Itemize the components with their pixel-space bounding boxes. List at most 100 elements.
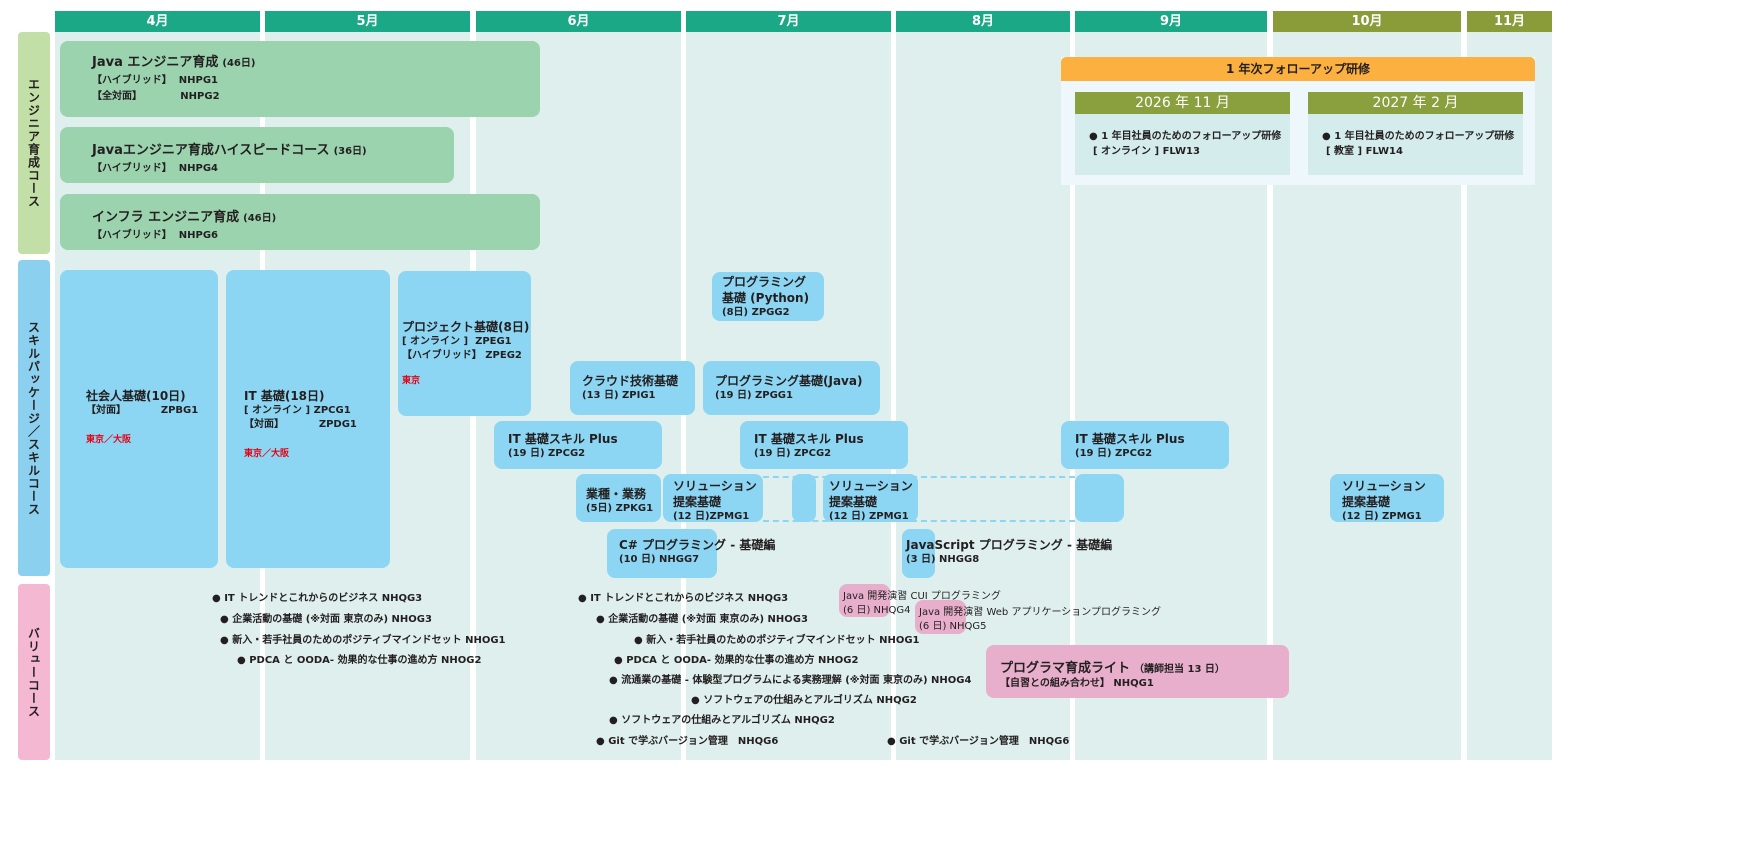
value-course-item[interactable]: ● ソフトウェアの仕組みとアルゴリズム NHQG2 (609, 715, 835, 726)
location-note: 東京／大阪 (86, 435, 132, 445)
course-line: 業種・業務 (586, 487, 647, 501)
course-line: Java 開発演習 CUI プログラミング (843, 591, 1001, 602)
month-header: 10月 (1273, 11, 1461, 32)
course-days: (36日) (333, 146, 367, 157)
value-course-item[interactable]: ● 新入・若手社員のためのポジティブマインドセット NHOG1 (220, 635, 506, 646)
course-line: ソリューション (673, 479, 757, 493)
value-course-item[interactable]: ● 新入・若手社員のためのポジティブマインドセット NHOG1 (634, 635, 920, 646)
value-course-item[interactable]: ● ソフトウェアの仕組みとアルゴリズム NHQG2 (691, 695, 917, 706)
course-line: (19 日) ZPCG2 (1075, 448, 1153, 459)
course-line: 提案基礎 (1342, 495, 1391, 509)
course-line: (12 日)ZPMG1 (673, 511, 750, 522)
course-code: 【自習との組み合わせ】 NHQG1 (1000, 678, 1154, 689)
skill-course-card[interactable]: プログラミング基礎 (Python)(8日) ZPGG2 (712, 272, 824, 321)
course-name: Java エンジニア育成 (92, 55, 219, 70)
skill-course-card-continuation[interactable] (792, 474, 816, 522)
section-label: バリューコース (18, 584, 50, 760)
course-code: 【全対面】 NHPG2 (92, 91, 220, 102)
course-line: (13 日) ZPIG1 (582, 390, 656, 401)
course-line: 【対面】 ZPDG1 (244, 419, 357, 430)
value-course-item[interactable]: ● 企業活動の基礎 (※対面 東京のみ) NHOG3 (596, 614, 808, 625)
value-course-item[interactable]: ● PDCA と OODA- 効果的な仕事の進め方 NHOG2 (237, 655, 482, 666)
value-course-card[interactable] (839, 584, 890, 617)
month-header: 9月 (1075, 11, 1267, 32)
value-course-item[interactable]: ● PDCA と OODA- 効果的な仕事の進め方 NHOG2 (614, 655, 859, 666)
section-label-text: エンジニア育成コース (26, 78, 41, 208)
skill-course-card[interactable]: クラウド技術基礎 (13 日) ZPIG1 (570, 361, 695, 415)
dashed-connector (763, 476, 1075, 522)
month-header: 11月 (1467, 11, 1552, 32)
engineer-course-card[interactable]: Javaエンジニア育成ハイスピードコース(36日) 【ハイブリッド】 NHPG4 (60, 127, 454, 183)
value-course-item[interactable]: ● IT トレンドとこれからのビジネス NHQG3 (212, 593, 423, 604)
skill-course-card[interactable]: IT 基礎スキル Plus (19 日) ZPCG2 (1061, 421, 1229, 469)
programmer-course-card[interactable]: プログラマ育成ライト（講師担当 13 日） 【自習との組み合わせ】 NHQG1 (986, 645, 1289, 698)
skill-course-card[interactable]: プログラミング基礎(Java)(19 日) ZPGG1 (703, 361, 880, 415)
skill-course-card[interactable]: ソリューション提案基礎(12 日)ZPMG1 (663, 474, 763, 522)
location-note: 東京 (402, 376, 421, 386)
followup-course: ● 1 年目社員のためのフォローアップ研修 (1089, 131, 1282, 142)
course-line: IT 基礎スキル Plus (508, 432, 618, 446)
course-line: IT 基礎スキル Plus (1075, 432, 1185, 446)
course-line: JavaScript プログラミング - 基礎編 (906, 537, 1112, 553)
followup-format: [ 教室 ] FLW14 (1326, 146, 1403, 157)
value-course-item[interactable]: ● Git で学ぶバージョン管理 NHQG6 (596, 736, 779, 747)
course-name: Javaエンジニア育成ハイスピードコース (92, 143, 330, 158)
course-title: Java エンジニア育成(46日) (92, 51, 540, 70)
skill-course-card[interactable]: プロジェクト基礎(8日)[ オンライン ] ZPEG1【ハイブリッド】 ZPEG… (398, 271, 531, 416)
course-line: (5日) ZPKG1 (586, 503, 654, 514)
course-line: (6 日) NHQG4 (843, 605, 911, 616)
skill-course-card[interactable]: 業種・業務 (5日) ZPKG1 (576, 474, 661, 522)
course-title: インフラ エンジニア育成(46日) (92, 206, 540, 225)
month-header: 8月 (896, 11, 1070, 32)
course-line: クラウド技術基礎 (582, 374, 679, 388)
value-course-card[interactable] (915, 600, 966, 634)
section-label: エンジニア育成コース (18, 32, 50, 254)
course-line: (6 日) NHQG5 (919, 621, 987, 632)
course-line: (19 日) ZPCG2 (508, 448, 586, 459)
course-name: プログラマ育成ライト (1000, 661, 1131, 676)
course-note: （講師担当 13 日） (1134, 664, 1225, 675)
course-title: Javaエンジニア育成ハイスピードコース(36日) (92, 139, 454, 158)
course-line: プロジェクト基礎(8日) (402, 320, 530, 334)
followup-format: [ オンライン ] FLW13 (1093, 146, 1200, 157)
engineer-course-card[interactable]: インフラ エンジニア育成(46日)【ハイブリッド】 NHPG6 (60, 194, 540, 250)
skill-course-card[interactable]: C# プログラミング - 基礎編(10 日) NHGG7 (607, 529, 776, 578)
followup-title: 1 年次フォローアップ研修 (1061, 57, 1535, 81)
value-course-item[interactable]: ● Git で学ぶバージョン管理 NHQG6 (887, 736, 1070, 747)
course-title: プログラマ育成ライト（講師担当 13 日） (1000, 657, 1289, 676)
course-days: (46日) (222, 58, 256, 69)
engineer-course-card[interactable]: Java エンジニア育成(46日) 【ハイブリッド】 NHPG1 【全対面】 NHP… (60, 41, 540, 117)
course-line: (19 日) ZPGG1 (715, 390, 793, 401)
course-line: (8日) ZPGG2 (722, 307, 790, 318)
value-course-item[interactable]: ● 流通業の基礎 - 体験型プログラムによる実務理解 (※対面 東京のみ) NH… (609, 675, 972, 686)
skill-course-card[interactable]: ソリューション提案基礎 (12 日) ZPMG1 (1330, 474, 1444, 522)
course-line: IT 基礎スキル Plus (754, 432, 864, 446)
course-line: Java 開発演習 Web アプリケーションプログラミング (919, 607, 1161, 618)
skill-course-card[interactable]: IT 基礎スキル Plus(19 日) ZPCG2 (740, 421, 908, 469)
skill-course-card[interactable]: JavaScript プログラミング - 基礎編(3 日) NHGG8 (902, 529, 1112, 578)
section-label-text: バリューコース (26, 626, 41, 718)
month-header: 7月 (686, 11, 891, 32)
course-line: 提案基礎 (829, 495, 878, 509)
course-line: C# プログラミング - 基礎編 (619, 538, 776, 552)
skill-course-card[interactable]: ソリューション提案基礎(12 日) ZPMG1 (823, 474, 918, 522)
course-line: (12 日) ZPMG1 (1342, 511, 1422, 522)
course-line: ソリューション (829, 479, 913, 493)
section-label: スキルパッケージ／スキルコース (18, 260, 50, 576)
month-column (896, 32, 1070, 760)
month-header: 5月 (265, 11, 470, 32)
course-line: IT 基礎(18日) (244, 389, 325, 403)
skill-course-card[interactable]: IT 基礎スキル Plus (19 日) ZPCG2 (494, 421, 662, 469)
course-code: 【ハイブリッド】 NHPG4 (92, 163, 218, 174)
skill-course-card-continuation[interactable] (1075, 474, 1124, 522)
course-line: ソリューション (1342, 479, 1426, 493)
course-code: 【ハイブリッド】 NHPG1 (92, 75, 218, 86)
section-label-text: スキルパッケージ／スキルコース (26, 320, 41, 516)
followup-course: ● 1 年目社員のためのフォローアップ研修 (1322, 131, 1515, 142)
value-course-item[interactable]: ● IT トレンドとこれからのビジネス NHQG3 (578, 593, 789, 604)
value-course-item[interactable]: ● 企業活動の基礎 (※対面 東京のみ) NHOG3 (220, 614, 432, 625)
followup-session-date: 2026 年 11 月 (1075, 92, 1290, 114)
